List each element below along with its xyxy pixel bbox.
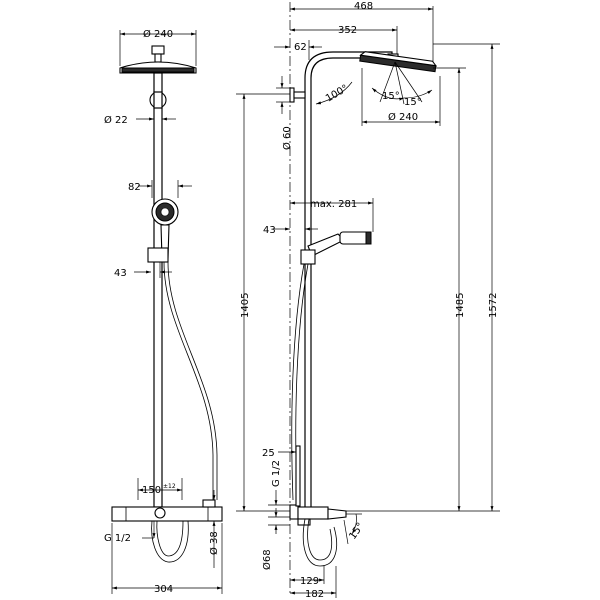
front-overall-width-label: 304 <box>154 584 173 595</box>
front-connection-thread-dimension: G 1/2 <box>104 521 156 544</box>
front-riser-pipe <box>153 72 163 508</box>
side-spout-angle-label: 15° <box>347 521 366 542</box>
side-spout-angle-dimension: 15° <box>343 513 367 545</box>
front-connection-thread-label: G 1/2 <box>104 533 131 544</box>
side-spout <box>302 518 337 567</box>
front-thermostat-spacing-dimension: 150 ±12 <box>137 478 183 500</box>
front-holder-depth-dimension: 43 <box>114 262 172 279</box>
front-outlet-diameter-label: Ø 38 <box>208 531 220 555</box>
side-holder-depth-label: 43 <box>263 225 276 236</box>
side-flange-diameter-dimension: Ø68 <box>261 508 290 570</box>
side-holder-depth-dimension: 43 <box>263 225 318 236</box>
front-holder-depth-label: 43 <box>114 268 127 279</box>
side-arm-offset-label: 62 <box>294 42 307 53</box>
side-arm-angle-label: 100° <box>324 83 350 105</box>
side-wall-bracket-diameter-dimension: Ø 60 <box>276 76 293 150</box>
front-head-diameter-label: Ø 240 <box>143 28 173 40</box>
side-head-tilt-1-label: 15° <box>382 91 400 102</box>
side-total-reach-dimension: 468 <box>290 1 434 64</box>
front-head-diameter-dimension: Ø 240 <box>119 28 197 66</box>
side-height-1405-dimension: 1405 <box>236 93 290 512</box>
side-view: 468 352 62 15° <box>236 1 500 600</box>
front-thermostat-spacing-label: 150 <box>142 485 161 496</box>
side-head-tilt-dimension: 15° 15° <box>371 61 433 108</box>
front-handshower-width-dimension: 82 <box>128 180 192 198</box>
side-shower-head <box>359 51 438 73</box>
front-pipe-diameter-dimension: Ø 22 <box>104 114 176 126</box>
side-head-diameter-label: Ø 240 <box>388 111 418 123</box>
side-depth-129-label: 129 <box>300 576 319 587</box>
side-flange-diameter-label: Ø68 <box>261 549 273 570</box>
side-head-tilt-2-label: 15° <box>404 97 422 108</box>
side-head-diameter-dimension: Ø 240 <box>361 68 441 126</box>
front-thermostat <box>111 499 223 522</box>
side-connection-25-label: 25 <box>262 448 275 459</box>
side-handshower-reach-label: max. 281 <box>310 199 357 210</box>
front-hose <box>163 261 214 500</box>
front-outlet-diameter-dimension: Ø 38 <box>198 490 222 568</box>
side-height-1572-dimension: 1572 <box>433 43 500 511</box>
side-connection-thread-label: G 1/2 <box>271 460 282 487</box>
side-total-reach-label: 468 <box>354 1 373 12</box>
side-depth-182-dimension: 182 <box>290 566 337 600</box>
side-arm-angle-dimension: 100° <box>315 81 353 105</box>
side-wall-bracket <box>289 87 306 103</box>
side-height-1405-label: 1405 <box>240 293 251 318</box>
front-pipe-diameter-label: Ø 22 <box>104 114 128 126</box>
front-thermostat-spacing-tolerance: ±12 <box>163 483 176 490</box>
front-overall-width-dimension: 304 <box>111 523 223 595</box>
side-handshower-reach-dimension: max. 281 <box>290 198 374 232</box>
front-view: Ø 240 Ø 22 82 <box>104 28 223 595</box>
side-thermostat <box>289 504 347 526</box>
side-height-1572-label: 1572 <box>488 293 499 318</box>
front-spout <box>151 520 189 563</box>
side-arm-reach-label: 352 <box>338 25 357 36</box>
side-height-1485-dimension: 1485 <box>346 67 500 512</box>
front-handshower-width-label: 82 <box>128 182 141 193</box>
side-arm-offset-dimension: 62 <box>274 40 322 60</box>
front-shower-head <box>119 45 197 74</box>
side-shower-arm <box>304 51 393 507</box>
side-depth-129-dimension: 129 <box>290 566 325 587</box>
side-depth-182-label: 182 <box>305 589 324 600</box>
side-connection-25-dimension: 25 <box>262 445 301 507</box>
side-hose <box>291 263 305 501</box>
side-arm-reach-dimension: 352 <box>290 25 398 58</box>
side-wall-bracket-diameter-label: Ø 60 <box>281 126 293 150</box>
front-slider-holder <box>147 247 169 263</box>
side-connection-thread-dimension: G 1/2 <box>268 460 290 506</box>
side-height-1485-label: 1485 <box>455 293 466 318</box>
